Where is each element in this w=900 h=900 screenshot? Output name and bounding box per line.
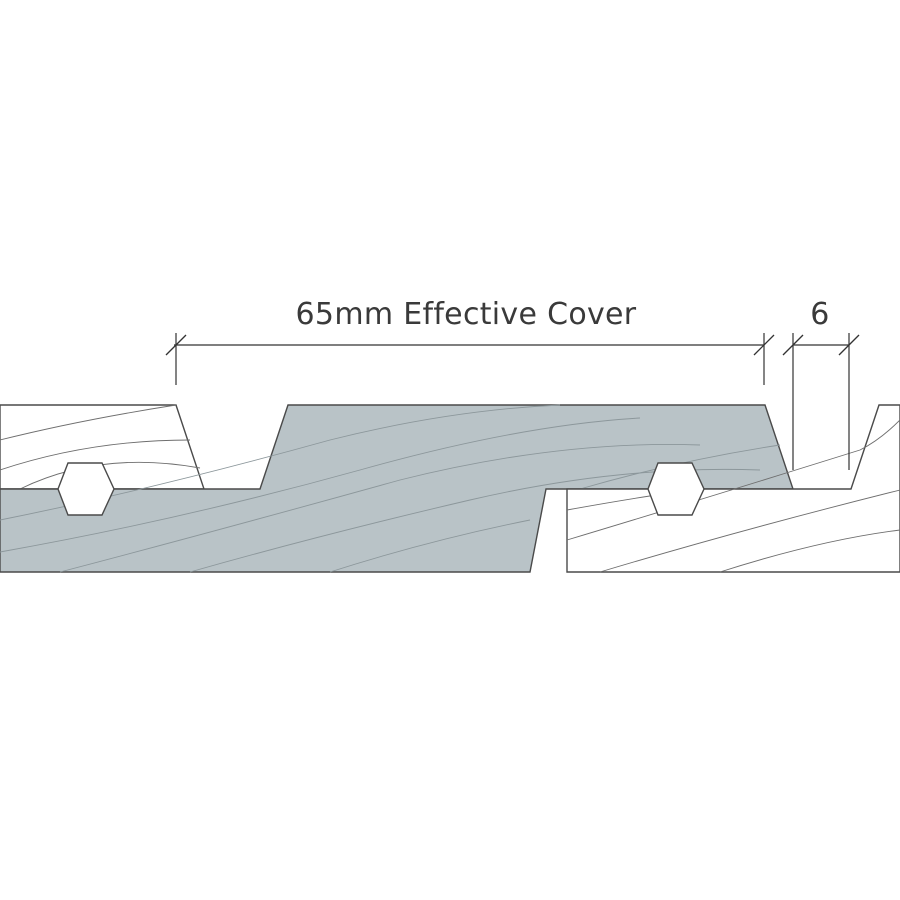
hex-slot-left [57,462,115,516]
dimension-gap: 6 [782,297,860,470]
hex-slot-right [647,462,705,516]
dimension-effective-cover: 65mm Effective Cover [165,297,775,385]
gap-label: 6 [810,297,829,332]
right-board [566,404,900,573]
effective-cover-label: 65mm Effective Cover [296,297,637,332]
